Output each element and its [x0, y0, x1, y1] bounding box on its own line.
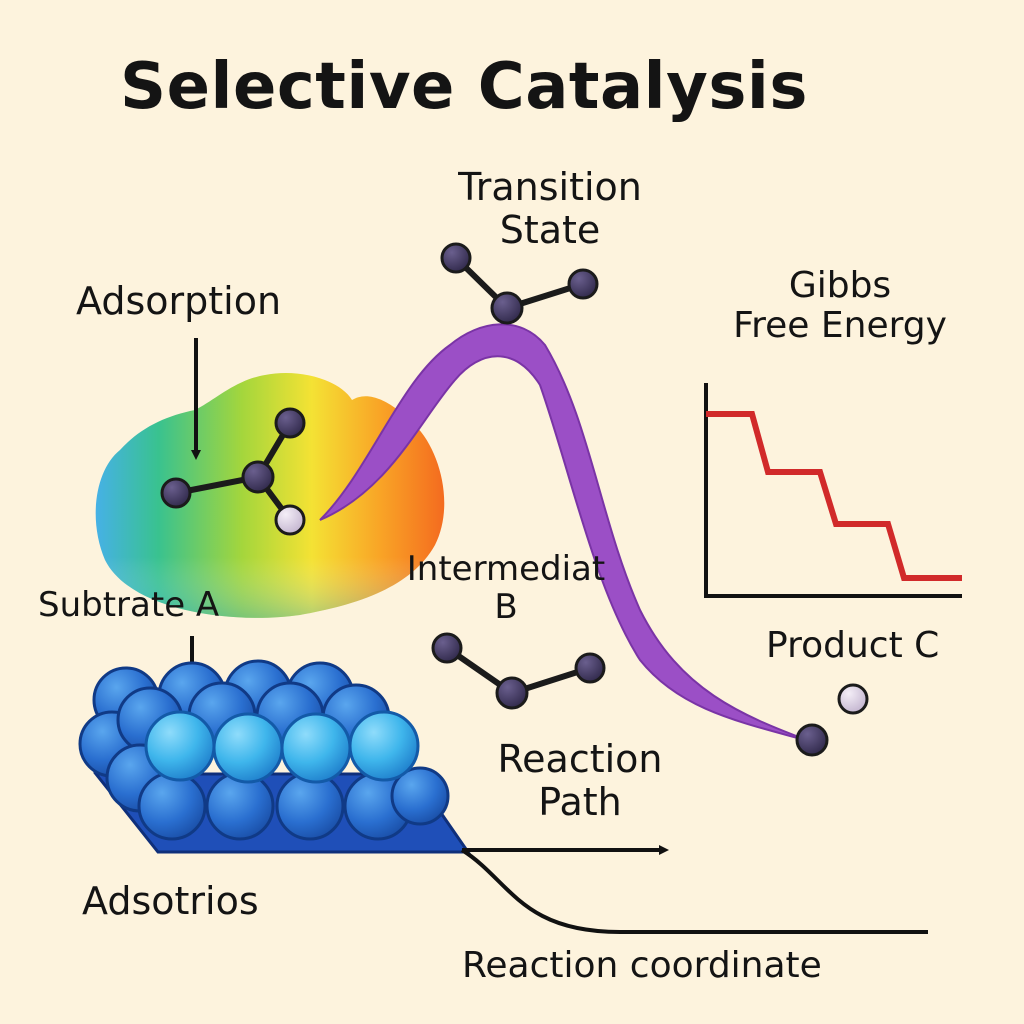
intermediate-label: Intermediat B: [396, 550, 616, 626]
adsorbate-label: Adsotrios: [82, 879, 259, 923]
reaction-path-label-line1: Reaction: [497, 737, 663, 781]
transition-state-molecule-icon: [440, 242, 599, 325]
transition-state-label-line2: State: [499, 207, 601, 252]
reaction-path-label-line2: Path: [538, 779, 622, 824]
gibbs-energy-chart: [704, 383, 962, 598]
transition-state-label: Transition State: [430, 166, 670, 251]
intermediate-label-line2: B: [494, 587, 518, 628]
adsorption-label: Adsorption: [76, 279, 282, 323]
reaction-coordinate-curve: [460, 848, 928, 934]
gibbs-label-line1: Gibbs: [788, 265, 892, 306]
reaction-coordinate-label: Reaction coordinate: [462, 945, 822, 986]
product-atoms-icon: [795, 683, 869, 757]
diagram-title: Selective Catalysis: [120, 50, 808, 124]
intermediate-label-line1: Intermediat: [406, 549, 606, 589]
gibbs-free-energy-label: Gibbs Free Energy: [700, 265, 980, 347]
catalyst-surface-icon: [78, 659, 471, 854]
adsorbed-molecule-icon: [160, 407, 306, 536]
intermediate-molecule-icon: [431, 632, 606, 710]
substrate-label: Subtrate A: [38, 585, 220, 625]
product-label: Product C: [766, 625, 940, 666]
gibbs-label-line2: Free Energy: [733, 305, 947, 347]
transition-state-label-line1: Transition: [458, 165, 642, 209]
reaction-path-label: Reaction Path: [480, 738, 680, 823]
